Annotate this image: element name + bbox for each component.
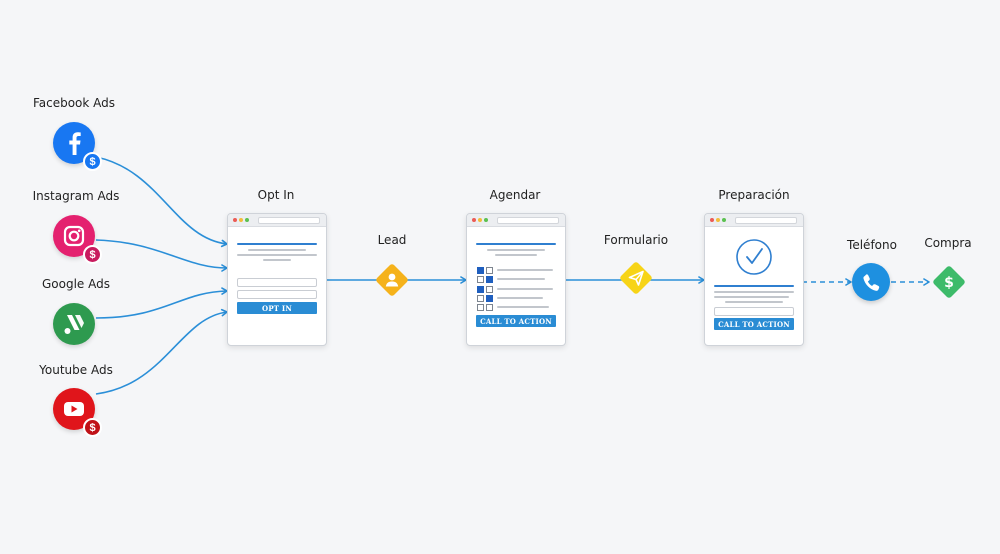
- checkbox-icon[interactable]: [477, 276, 484, 283]
- option-line: [497, 288, 553, 290]
- close-dot-icon: [472, 218, 476, 222]
- maximize-dot-icon: [484, 218, 488, 222]
- option-line: [497, 297, 543, 299]
- lead-node[interactable]: [373, 261, 411, 299]
- option-line: [497, 269, 553, 271]
- youtube-source[interactable]: $: [53, 388, 102, 437]
- email-field[interactable]: [237, 290, 317, 299]
- checkbox-checked-icon[interactable]: [477, 286, 484, 293]
- text-line: [714, 291, 794, 293]
- facebook-icon: [69, 132, 81, 155]
- text-line: [725, 301, 783, 303]
- paper-plane-icon: [620, 262, 652, 294]
- checkbox-icon[interactable]: [486, 304, 493, 311]
- maximize-dot-icon: [245, 218, 249, 222]
- checkbox-checked-icon[interactable]: [486, 295, 493, 302]
- dollar-badge-icon: $: [83, 245, 102, 264]
- dollar-badge-icon: $: [83, 418, 102, 437]
- user-icon: [376, 264, 408, 296]
- youtube-icon: [64, 402, 84, 416]
- google-ads-label: Google Ads: [42, 277, 110, 291]
- dollar-icon: $: [933, 266, 965, 298]
- call-to-action-button[interactable]: CALL TO ACTION: [476, 315, 556, 327]
- connector-google-optin: [95, 287, 228, 319]
- checkbox-icon[interactable]: [486, 267, 493, 274]
- minimize-dot-icon: [716, 218, 720, 222]
- checkbox-checked-icon[interactable]: [477, 267, 484, 274]
- instagram-icon: [63, 225, 85, 247]
- telefono-label: Teléfono: [847, 238, 897, 252]
- url-bar: [258, 217, 320, 224]
- maximize-dot-icon: [722, 218, 726, 222]
- close-dot-icon: [233, 218, 237, 222]
- formulario-label: Formulario: [603, 233, 669, 247]
- name-field[interactable]: [237, 278, 317, 287]
- input-field[interactable]: [714, 307, 794, 316]
- instagram-source[interactable]: $: [53, 215, 102, 264]
- agendar-title: Agendar: [489, 188, 541, 202]
- youtube-ads-label: Youtube Ads: [39, 363, 113, 377]
- text-line: [248, 249, 306, 251]
- google-source[interactable]: [53, 303, 95, 345]
- close-dot-icon: [710, 218, 714, 222]
- checkbox-icon[interactable]: [486, 286, 493, 293]
- telefono-node[interactable]: [852, 263, 890, 301]
- optin-page[interactable]: OPT IN: [227, 213, 327, 346]
- lead-label: Lead: [377, 233, 407, 247]
- facebook-ads-label: Facebook Ads: [32, 96, 116, 110]
- browser-bar: [705, 214, 803, 227]
- checkmark-circle-icon: [736, 239, 772, 275]
- checkbox-checked-icon[interactable]: [486, 276, 493, 283]
- checkbox-icon[interactable]: [477, 295, 484, 302]
- option-line: [497, 278, 545, 280]
- connector-instagram-optin: [95, 239, 228, 272]
- google-ads-icon: [64, 315, 84, 334]
- headline-line: [237, 243, 317, 245]
- text-line: [714, 296, 789, 298]
- preparacion-title: Preparación: [718, 188, 790, 202]
- optin-title: Opt In: [257, 188, 295, 202]
- text-line: [263, 259, 291, 261]
- url-bar: [735, 217, 797, 224]
- instagram-ads-label: Instagram Ads: [32, 189, 120, 203]
- checkbox-icon[interactable]: [477, 304, 484, 311]
- formulario-node[interactable]: [617, 259, 655, 297]
- minimize-dot-icon: [239, 218, 243, 222]
- optin-button[interactable]: OPT IN: [237, 302, 317, 314]
- browser-bar: [467, 214, 565, 227]
- call-to-action-button[interactable]: CALL TO ACTION: [714, 318, 794, 330]
- preparacion-page[interactable]: CALL TO ACTION: [704, 213, 804, 346]
- facebook-source[interactable]: $: [53, 122, 102, 171]
- text-line: [487, 249, 545, 251]
- dollar-symbol: $: [944, 275, 954, 291]
- url-bar: [497, 217, 559, 224]
- headline-line: [714, 285, 794, 287]
- compra-label: Compra: [924, 236, 972, 250]
- phone-icon: [863, 274, 880, 291]
- dollar-badge-icon: $: [83, 152, 102, 171]
- connector-youtube-optin: [95, 308, 228, 395]
- text-line: [495, 254, 537, 256]
- agendar-page[interactable]: CALL TO ACTION: [466, 213, 566, 346]
- browser-bar: [228, 214, 326, 227]
- option-line: [497, 306, 549, 308]
- compra-node[interactable]: $: [930, 263, 968, 301]
- headline-line: [476, 243, 556, 245]
- text-line: [237, 254, 317, 256]
- minimize-dot-icon: [478, 218, 482, 222]
